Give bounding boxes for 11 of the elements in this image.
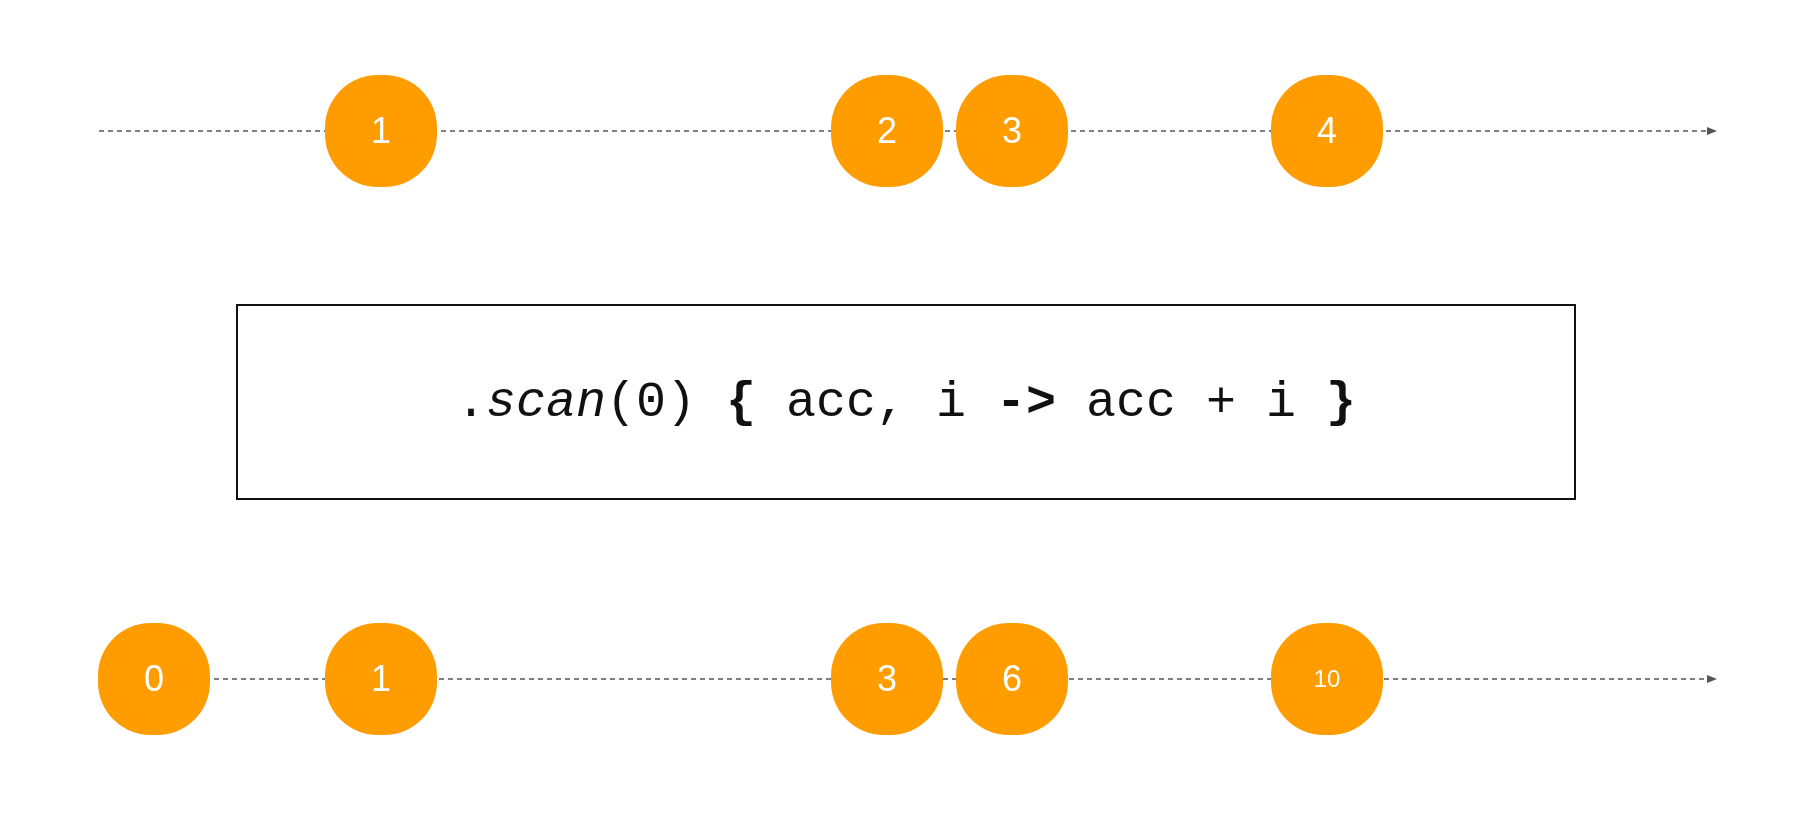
code-text: .scan(0) { acc, i -> acc + i } — [455, 373, 1357, 431]
marble-value: 3 — [1002, 113, 1022, 149]
marble-value: 0 — [144, 661, 164, 697]
marble-value: 1 — [371, 113, 391, 149]
marble-value: 6 — [1002, 661, 1022, 697]
marble-value: 3 — [877, 661, 897, 697]
marble-value: 4 — [1317, 113, 1337, 149]
marble-value: 10 — [1313, 667, 1341, 691]
marble-value: 1 — [371, 661, 391, 697]
marble-value: 2 — [877, 113, 897, 149]
operator-box — [236, 304, 1576, 500]
